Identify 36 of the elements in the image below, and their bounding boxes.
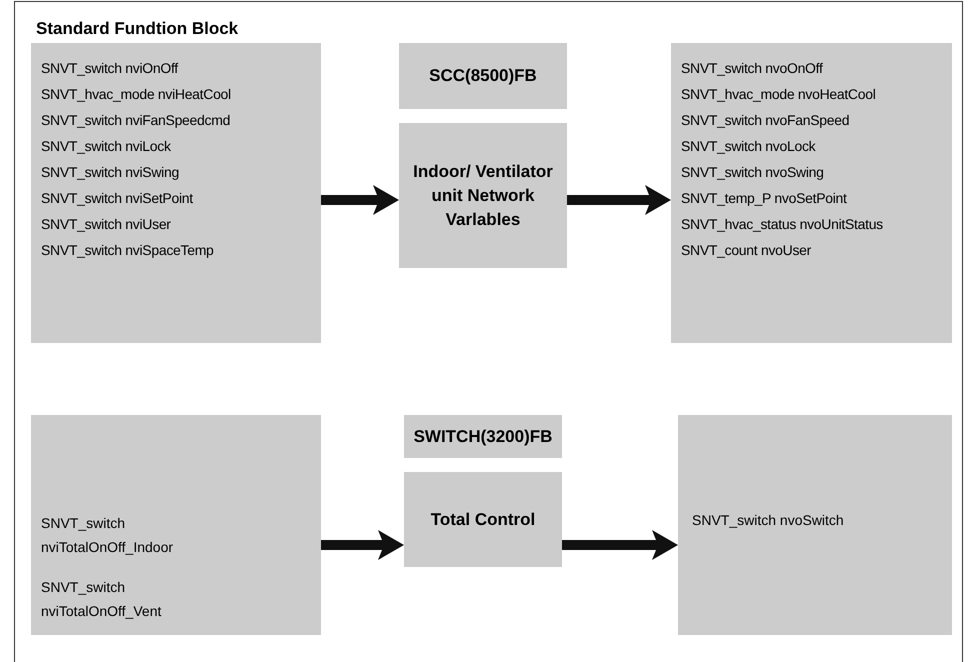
block-title: SWITCH(3200)FB <box>414 426 552 448</box>
variable-text: SNVT_switch nviSwing <box>41 163 180 181</box>
variable-text: SNVT_hvac_mode nviHeatCool <box>41 85 232 103</box>
block-box <box>404 415 562 458</box>
block-box <box>678 415 952 635</box>
arrow <box>321 185 399 215</box>
variable-text: SNVT_hvac_mode nvoHeatCool <box>681 85 877 103</box>
variable-text: SNVT_hvac_status nvoUnitStatus <box>681 215 884 233</box>
block-title: Indoor/ Ventilator unit Network Varlables <box>412 160 554 230</box>
variable-text: SNVT_switch nvoLock <box>681 137 816 155</box>
arrow <box>562 530 678 560</box>
variable-text: SNVT_switch nviTotalOnOff_Indoor <box>41 514 174 557</box>
block-box <box>399 123 567 268</box>
variable-text: SNVT_switch nviOnOff <box>41 59 180 77</box>
block-title: SCC(8500)FB <box>429 65 537 87</box>
block-box <box>31 43 321 343</box>
block-box <box>404 472 562 567</box>
diagram-title: Standard Fundtion Block <box>36 18 238 40</box>
variable-text: SNVT_switch nviUser <box>41 215 172 233</box>
variable-text: SNVT_switch nvoSwitch <box>692 512 844 528</box>
variable-text: SNVT_switch nviLock <box>41 137 172 155</box>
block-box <box>399 43 567 109</box>
variable-text: SNVT_switch nviFanSpeedcmd <box>41 111 232 129</box>
variable-text: SNVT_switch nviSetPoint <box>41 189 194 207</box>
variable-text: SNVT_switch nvoSwing <box>681 163 825 181</box>
arrow <box>321 530 404 560</box>
variable-text: SNVT_count nvoUser <box>681 241 812 259</box>
variable-text: SNVT_switch nviSpaceTemp <box>41 241 215 259</box>
variable-text: SNVT_temp_P nvoSetPoint <box>681 189 848 207</box>
block-box <box>31 415 321 635</box>
variable-text: SNVT_switch nvoOnOff <box>681 59 824 77</box>
arrow <box>567 185 671 215</box>
block-box <box>671 43 952 343</box>
block-title: Total Control <box>430 508 536 530</box>
variable-text: SNVT_switch nvoFanSpeed <box>681 111 850 129</box>
variable-text: SNVT_switch nviTotalOnOff_Vent <box>41 578 162 621</box>
